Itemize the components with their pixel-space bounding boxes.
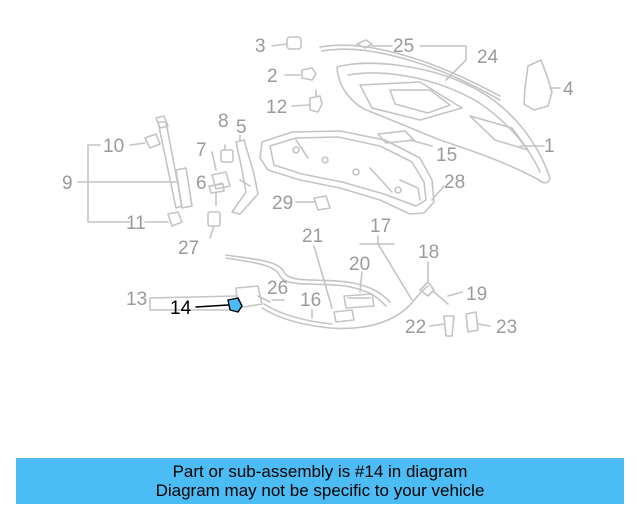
hood-ornament [377, 130, 415, 144]
callout-16: 16 [300, 290, 321, 311]
callout-23: 23 [496, 317, 517, 338]
callout-11: 11 [126, 213, 146, 234]
clip-29 [313, 195, 331, 211]
callout-18: 18 [418, 242, 439, 263]
callout-25: 25 [393, 36, 414, 57]
stud-12 [309, 89, 323, 113]
callout-17: 17 [370, 216, 391, 237]
callout-12: 12 [266, 97, 287, 118]
callout-6: 6 [196, 173, 207, 194]
callout-22: 22 [405, 317, 426, 338]
info-banner: Part or sub-assembly is #14 in diagram D… [16, 458, 624, 504]
callout-20: 20 [349, 254, 370, 275]
callout-27: 27 [178, 238, 199, 259]
callout-21: 21 [302, 226, 323, 247]
callout-28: 28 [444, 172, 465, 193]
callout-labels: 1 2 3 4 5 6 7 8 9 10 11 12 13 14 15 16 1… [62, 36, 574, 338]
callout-8: 8 [218, 111, 229, 132]
callout-3: 3 [255, 36, 266, 57]
callout-13: 13 [126, 289, 147, 310]
callout-10: 10 [103, 136, 124, 157]
bumper-8 [220, 149, 234, 163]
callout-5: 5 [236, 117, 247, 138]
callout-2: 2 [267, 66, 278, 87]
callout-4: 4 [563, 79, 574, 100]
banner-line-2: Diagram may not be specific to your vehi… [155, 481, 485, 500]
callout-26: 26 [267, 278, 288, 299]
banner-line-1: Part or sub-assembly is #14 in diagram [172, 462, 468, 481]
leader-lines [77, 43, 561, 327]
bumper-7 [211, 171, 231, 190]
lever-21 [333, 309, 355, 323]
prop-rod-18 [419, 281, 449, 305]
callout-19: 19 [466, 284, 487, 305]
guide-22 [443, 315, 455, 337]
callout-1: 1 [544, 136, 555, 157]
release-handle-20 [343, 293, 375, 309]
hood-insulator [259, 130, 435, 215]
retainer-23 [465, 311, 479, 333]
bumper-2 [301, 67, 317, 81]
callout-24: 24 [477, 47, 499, 68]
hood-hinge [231, 139, 259, 215]
parts-diagram: 1 2 3 4 5 6 7 8 9 10 11 12 13 14 15 16 1… [62, 36, 574, 338]
callout-7: 7 [196, 140, 207, 161]
hood-weatherstrip [319, 39, 501, 101]
part-14-highlight [227, 297, 243, 313]
callout-15: 15 [436, 145, 457, 166]
hood-strut [144, 115, 193, 227]
clip-27 [207, 211, 221, 227]
callout-14: 14 [170, 298, 192, 319]
insulator-pad [523, 59, 553, 111]
bumper-3 [286, 36, 302, 50]
callout-9: 9 [62, 173, 73, 194]
callout-29: 29 [272, 193, 293, 214]
